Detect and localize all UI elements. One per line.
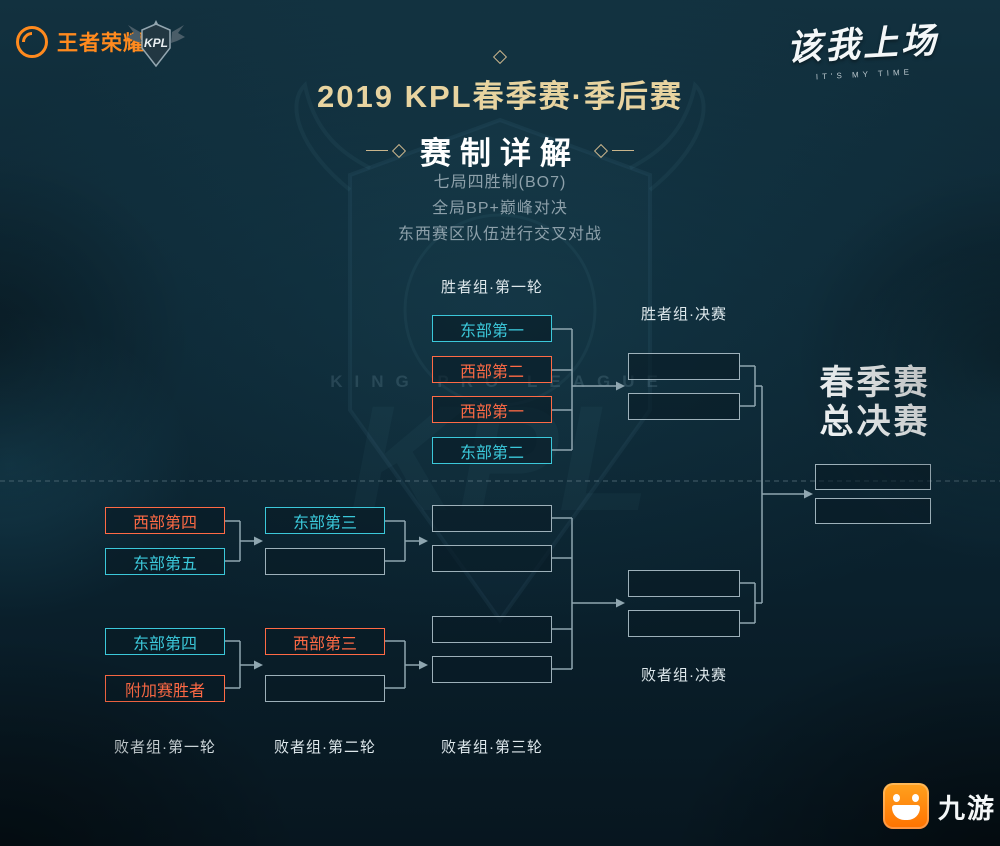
subtitle-ornament-left-icon [366,143,407,158]
team-slot: 东部第四 [105,628,225,655]
label-losers-round3: 败者组·第三轮 [441,739,543,756]
team-slot: 附加赛胜者 [105,675,225,702]
empty-slot [628,570,740,597]
empty-slot [815,498,931,524]
empty-slot [628,393,740,420]
page-title: 2019 KPL春季赛·季后赛 [317,79,683,114]
empty-slot [432,505,552,532]
label-losers-round2: 败者组·第二轮 [274,739,376,756]
empty-slot [265,548,385,575]
page-subtitle: 赛制详解 [420,136,580,171]
subtitle-ornament-right-icon [593,143,634,158]
label-losers-final: 败者组·决赛 [641,667,727,684]
team-slot: 东部第二 [432,437,552,464]
empty-slot [432,616,552,643]
rule-line: 全局BP+巅峰对决 [432,200,568,217]
grand-final-line1: 春季赛 [819,364,931,402]
team-slot: 西部第一 [432,396,552,423]
empty-slot [432,656,552,683]
rule-line: 七局四胜制(BO7) [433,174,567,191]
empty-slot [628,610,740,637]
grand-final-line2: 总决赛 [819,403,931,441]
label-losers-round1: 败者组·第一轮 [114,739,216,756]
grand-final-title: 春季赛 总决赛 [790,364,960,442]
rule-line: 东西赛区队伍进行交叉对战 [397,226,602,243]
label-winners-round1: 胜者组·第一轮 [441,279,543,296]
team-slot: 东部第一 [432,315,552,342]
team-slot: 西部第二 [432,356,552,383]
kpl-logo: KPL [127,20,185,68]
empty-slot [815,464,931,490]
title-block: 2019 KPL春季赛·季后赛 赛制详解 [0,49,1000,173]
site-logo-text: 九游 [938,793,996,824]
team-slot: 东部第五 [105,548,225,575]
smiley-icon [883,783,929,829]
label-winners-final: 胜者组·决赛 [641,306,727,323]
wzry-logo-icon [16,26,48,58]
empty-slot [265,675,385,702]
team-slot: 东部第三 [265,507,385,534]
team-slot: 西部第三 [265,628,385,655]
wzry-logo-text: 王者荣耀 [57,32,145,55]
team-slot: 西部第四 [105,507,225,534]
empty-slot [628,353,740,380]
kpl-logo-text: KPL [144,36,168,50]
empty-slot [432,545,552,572]
title-ornament-icon [492,49,508,65]
site-logo: 九游 [883,783,996,829]
rules-block: 七局四胜制(BO7) 全局BP+巅峰对决 东西赛区队伍进行交叉对战 [0,170,1000,248]
wzry-logo: 王者荣耀 [16,26,145,58]
